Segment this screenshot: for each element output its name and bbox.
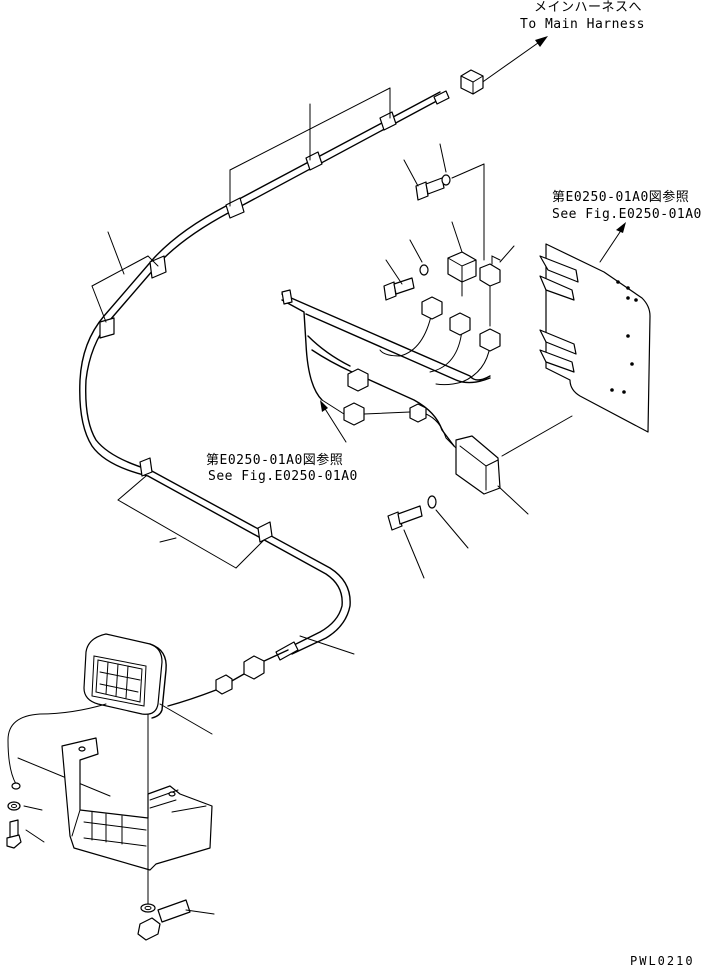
lamp-wiring [167,635,355,707]
relay-hardware [383,143,515,327]
ref-middle-leader [320,400,347,443]
main-harness-label-jp: メインハーネスへ [534,0,643,15]
conduit-clamps [99,111,397,543]
lamp-bracket [61,713,213,905]
main-harness-label-en: To Main Harness [520,17,645,32]
harness-conduit [79,90,450,661]
ref-upper-label-en: See Fig.E0250-01A0 [552,207,702,222]
clamp-leaders [91,87,391,569]
bracket-left-hardware [6,801,45,849]
panel-connectors [321,296,501,449]
mounting-plate [501,222,651,457]
main-harness-arrow [476,36,548,87]
ref-upper-label-jp: 第E0250-01A0図参照 [552,190,690,205]
panel-relay [455,435,529,515]
ref-middle-label-jp: 第E0250-01A0図参照 [206,453,344,468]
ref-middle-label-en: See Fig.E0250-01A0 [208,469,358,484]
lamp-ground-wire [7,703,111,797]
panel-harness [281,289,491,447]
drawing-code: PWL0210 [630,954,695,968]
lower-bolt [387,495,469,579]
work-lamp [83,633,213,735]
bracket-bottom-hardware [137,899,215,941]
top-connector [460,69,484,95]
